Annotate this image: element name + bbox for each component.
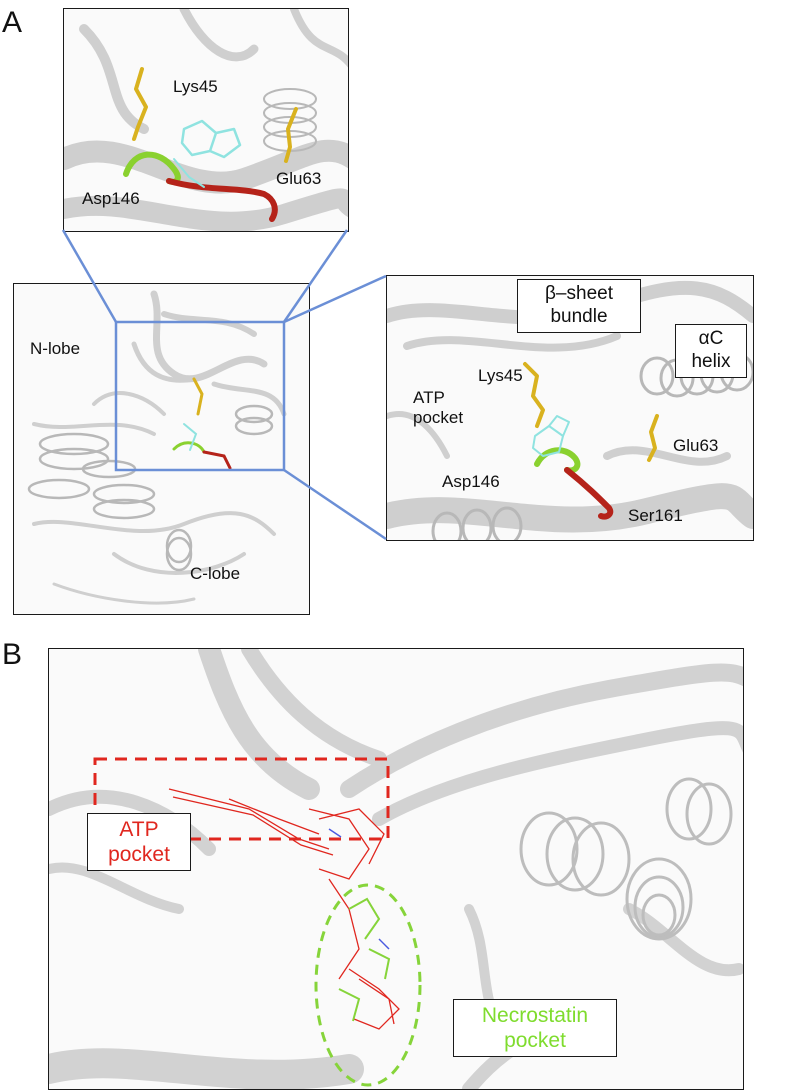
label-lys45-top: Lys45 (173, 77, 218, 96)
callout-atp-line2: pocket (108, 843, 170, 867)
label-glu63-top: Glu63 (276, 169, 322, 188)
overview-structure (27, 290, 287, 605)
panel-b-structure (49, 649, 743, 1089)
callout-atp-line1: ATP (119, 818, 159, 841)
callout-beta-sheet-bundle: β–sheet bundle (517, 279, 641, 333)
zoom-top-box: Lys45 Asp146 Glu63 (63, 8, 349, 232)
callout-alpha-c-line1: αC (698, 328, 724, 349)
label-glu63-right: Glu63 (673, 436, 719, 455)
callout-alpha-c-line2: helix (691, 350, 731, 372)
callout-necrostatin-line2: pocket (504, 1029, 566, 1053)
necrostatin-dashed-ellipse (314, 883, 422, 1087)
panel-b-box: ATP pocket Necrostatin pocket (48, 648, 744, 1090)
panel-letter-b: B (2, 638, 23, 671)
label-lys45-right: Lys45 (478, 366, 523, 385)
label-n-lobe: N-lobe (30, 339, 81, 358)
zoom-top-structure (64, 9, 348, 231)
panel-letter-a: A (2, 6, 23, 39)
label-asp146-right: Asp146 (442, 472, 500, 491)
callout-atp-pocket: ATP pocket (87, 813, 191, 872)
callout-alpha-c-helix: αC helix (675, 324, 747, 378)
atp-pocket-dashed-box (93, 757, 390, 841)
zoom-right-box: Lys45 ATP pocket Glu63 Asp146 Ser161 β–s… (386, 275, 754, 541)
overview-box: N-lobe C-lobe (13, 283, 310, 615)
label-asp146-top: Asp146 (82, 189, 140, 208)
label-atp-pocket-right: ATP pocket (413, 388, 464, 427)
zoom-selection-rect (114, 320, 286, 472)
callout-necrostatin-line1: Necrostatin (481, 1004, 589, 1027)
callout-beta-sheet-line2: bundle (550, 305, 608, 327)
callout-beta-sheet-line1: β–sheet (545, 283, 613, 304)
label-ser161: Ser161 (628, 506, 683, 525)
callout-necrostatin-pocket: Necrostatin pocket (453, 999, 617, 1058)
label-c-lobe: C-lobe (190, 564, 241, 583)
zoom-right-structure (387, 280, 753, 540)
